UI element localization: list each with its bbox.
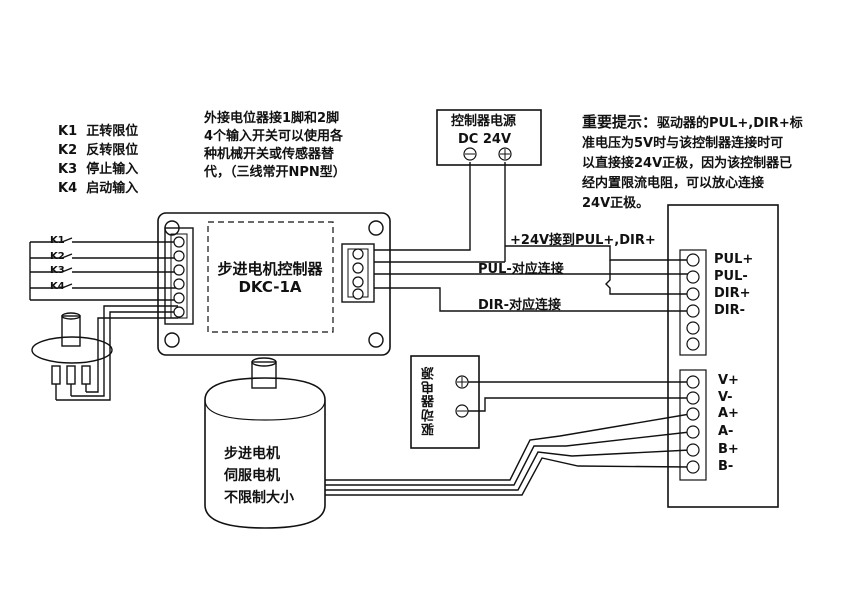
driver-box <box>667 204 779 508</box>
driver-power-label: 驱动器电源 <box>422 366 437 436</box>
driver-terminal-dir-minus: DIR- <box>714 303 746 318</box>
controller-power-title: 控制器电源 <box>451 114 517 129</box>
driver-terminal-pul-minus: PUL- <box>714 269 748 284</box>
limit-item: K3 停止输入 <box>58 162 139 177</box>
limit-item: K2 反转限位 <box>58 143 139 158</box>
wire-label-24v: +24V接到PUL+,DIR+ <box>510 233 656 248</box>
limit-item: K4 启动输入 <box>58 181 139 196</box>
limit-item: K1 正转限位 <box>58 124 139 139</box>
driver-power-box <box>410 355 480 449</box>
switch-label-k4: K4 <box>50 281 65 292</box>
important-tip: 重要提示：驱动器的PUL+,DIR+标 准电压为5V时与该控制器连接时可 以直接… <box>582 113 803 211</box>
driver-terminal-pul-plus: PUL+ <box>714 252 754 267</box>
controller-left-terminal-block <box>164 227 194 325</box>
controller-power-box <box>436 109 542 166</box>
driver-terminal-dir-plus: DIR+ <box>714 286 751 301</box>
switch-label-k3: K3 <box>50 265 65 276</box>
motor-label: 步进电机 伺服电机 不限制大小 <box>224 446 294 506</box>
driver-terminal-v-plus: V+ <box>718 373 739 388</box>
driver-terminal-b-minus: B- <box>718 459 734 474</box>
controller-board <box>157 212 391 356</box>
controller-power-voltage: DC 24V <box>458 132 512 147</box>
driver-terminal-b-plus: B+ <box>718 442 739 457</box>
switch-label-k1: K1 <box>50 235 65 246</box>
potentiometer-note: 外接电位器接1脚和2脚 4个输入开关可以使用各 种机械开关或传感器替 代，（三线… <box>204 111 346 180</box>
controller-right-terminal-block <box>341 243 375 303</box>
wire-label-dir: DIR-对应连接 <box>478 298 562 313</box>
tip-title: 重要提示： <box>582 113 658 131</box>
limit-switch-list: K1 正转限位 K2 反转限位 K3 停止输入 K4 启动输入 <box>58 122 138 198</box>
switch-label-k2: K2 <box>50 251 65 262</box>
driver-terminal-a-plus: A+ <box>718 406 739 421</box>
controller-name: 步进电机控制器 DKC-1A <box>217 260 323 296</box>
driver-terminal-a-minus: A- <box>718 424 734 439</box>
wire-label-pul: PUL-对应连接 <box>478 262 564 277</box>
driver-terminal-v-minus: V- <box>718 390 733 405</box>
